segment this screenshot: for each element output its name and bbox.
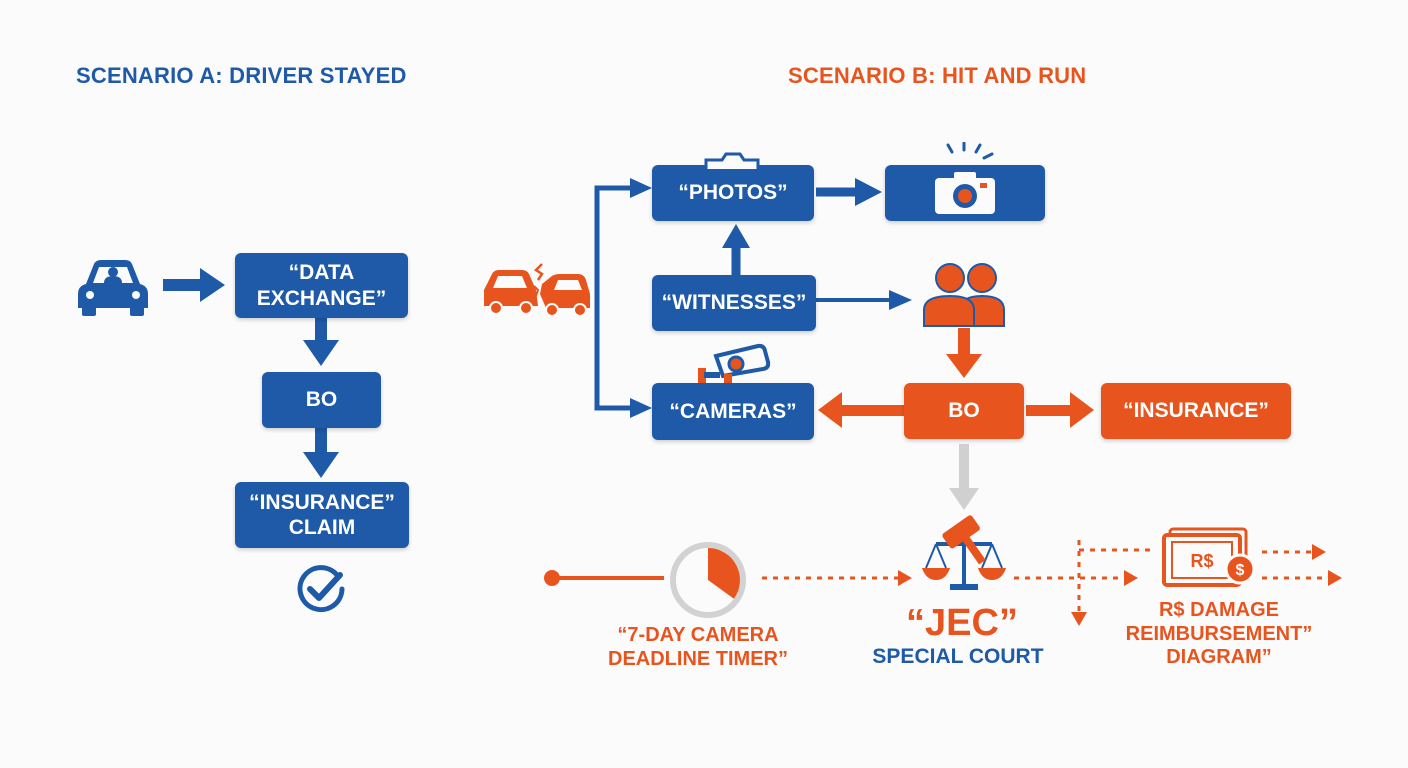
damage-label-line1: R$ DAMAGE <box>1158 599 1279 621</box>
car-icon <box>78 260 148 316</box>
scenario-a-arrows <box>163 268 339 478</box>
checkmark-circle-icon <box>297 565 345 613</box>
scenario-b-title: SCENARIO B: HIT AND RUN <box>788 63 1087 88</box>
bo-box-a-label: BO <box>305 388 338 412</box>
car-crash-icon <box>484 263 590 317</box>
insurance-claim-line2: CLAIM <box>288 516 356 539</box>
bo-box-b-label: BO <box>948 399 980 423</box>
insurance-box-b-label: “INSURANCE” <box>1123 399 1269 423</box>
witnesses-label: “WITNESSES” <box>661 291 807 315</box>
scenario-b-blue-arrows <box>594 185 892 411</box>
cctv-camera-icon <box>698 343 771 386</box>
people-icon <box>923 263 1005 327</box>
data-exchange-line1: “DATA <box>288 261 355 285</box>
timeline <box>544 540 1342 626</box>
bo-box-b[interactable]: BO <box>904 383 1024 439</box>
cameras-box[interactable]: “CAMERAS” <box>652 383 814 440</box>
timer-icon <box>670 542 746 618</box>
witnesses-box[interactable]: “WITNESSES” <box>652 275 816 331</box>
bo-box-a[interactable]: BO <box>262 372 381 428</box>
photos-camera-icon <box>704 152 760 169</box>
svg-text:$: $ <box>1236 562 1245 579</box>
camera-box-icon <box>935 172 995 214</box>
jec-label: “JEC” <box>862 604 1062 642</box>
insurance-claim-box[interactable]: “INSURANCE”CLAIM <box>235 482 409 548</box>
photos-label: “PHOTOS” <box>678 181 788 205</box>
jec-title: “JEC” <box>906 602 1018 644</box>
photos-box[interactable]: “PHOTOS” <box>652 165 814 221</box>
data-exchange-line2: EXCHANGE” <box>256 286 387 310</box>
scenario-a-title: SCENARIO A: DRIVER STAYED <box>76 63 407 88</box>
special-court-label: SPECIAL COURT <box>872 645 1044 668</box>
insurance-claim-line1: “INSURANCE” <box>249 490 395 514</box>
money-icon: R$ $ <box>1162 527 1256 587</box>
gavel-scales-icon <box>922 515 1006 590</box>
insurance-box-b[interactable]: “INSURANCE” <box>1101 383 1291 439</box>
damage-label-line3: DIAGRAM” <box>1166 646 1272 669</box>
cameras-label: “CAMERAS” <box>669 399 797 423</box>
timer-label-line1: “7-DAY CAMERA <box>617 624 779 646</box>
timer-label-line2: DEADLINE TIMER” <box>608 647 788 670</box>
camera-image-box[interactable] <box>885 165 1045 221</box>
money-symbol: R$ <box>1190 551 1213 571</box>
timer-label: “7-DAY CAMERA DEADLINE TIMER” <box>598 624 798 671</box>
scenario-b-orange-arrows <box>818 328 1094 428</box>
camera-icon <box>946 142 994 160</box>
damage-label-line2: REIMBURSEMENT” <box>1125 622 1313 645</box>
damage-label: R$ DAMAGE REIMBURSEMENT” DIAGRAM” <box>1110 599 1328 670</box>
